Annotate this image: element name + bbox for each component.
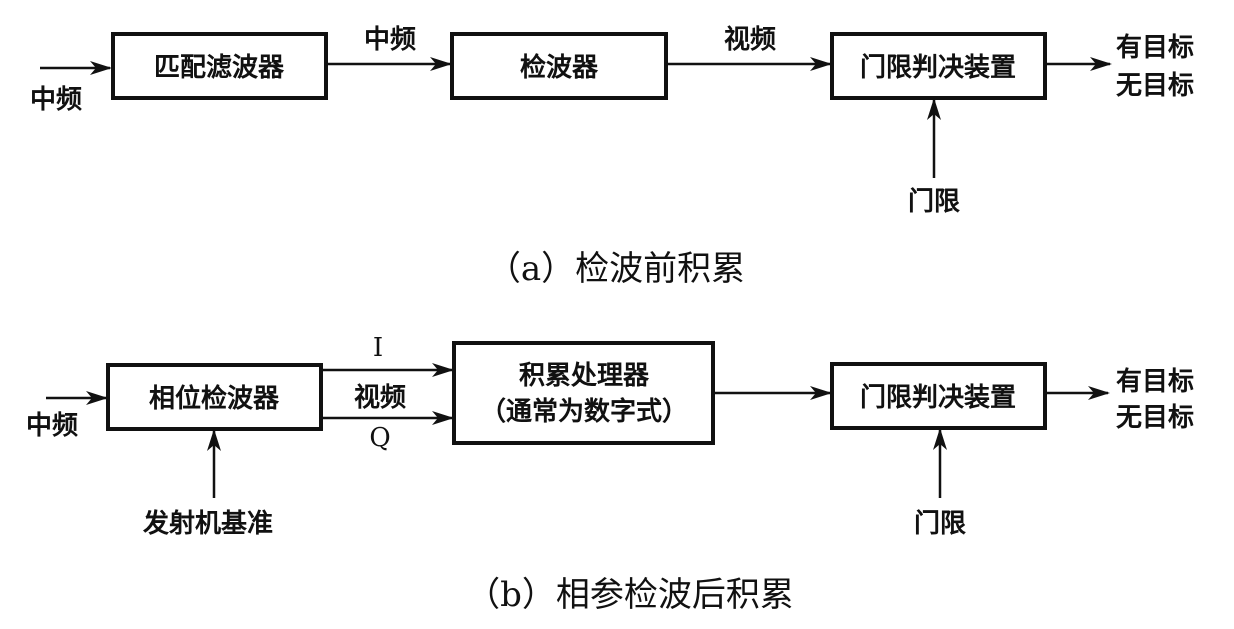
threshold-input-label-a: 门限 — [908, 187, 960, 217]
diagram-b: 中频 相位检波器 发射机基准 I 视频 Q 积累处理器 （通常为数字式） 门限判… — [26, 333, 1194, 615]
threshold-decision-label-b: 门限判决装置 — [860, 383, 1016, 413]
video-label-b: 视频 — [354, 383, 406, 413]
output-label-a-no-target: 无目标 — [1116, 71, 1194, 101]
caption-a: （a）检波前积累 — [487, 249, 745, 289]
integrator-label-line2: （通常为数字式） — [480, 396, 688, 427]
q-channel-label: Q — [369, 423, 390, 453]
caption-b: （b）相参检波后积累 — [466, 575, 794, 615]
matched-filter-block — [111, 32, 328, 100]
output-label-b-no-target: 无目标 — [1116, 403, 1194, 433]
integrator-block — [452, 341, 715, 445]
edge-label-if: 中频 — [364, 25, 416, 55]
diagram-a: 中频 匹配滤波器 中频 检波器 视频 门限判决装置 有目标 无目标 门限 （a）… — [30, 25, 1194, 289]
detector-block — [450, 32, 668, 100]
output-label-a-target: 有目标 — [1116, 33, 1194, 63]
threshold-decision-block-a — [830, 32, 1047, 100]
threshold-input-label-b: 门限 — [914, 509, 966, 539]
reference-input-label: 发射机基准 — [142, 508, 273, 539]
input-label-a: 中频 — [30, 85, 82, 115]
phase-detector-label: 相位检波器 — [149, 383, 280, 414]
detector-label: 检波器 — [520, 52, 599, 83]
integrator-label-line1: 积累处理器 — [519, 361, 650, 391]
output-label-b-target: 有目标 — [1116, 367, 1194, 397]
threshold-decision-block-b — [830, 362, 1047, 430]
threshold-decision-label-a: 门限判决装置 — [860, 53, 1016, 83]
edge-label-video-a: 视频 — [724, 25, 776, 55]
matched-filter-label: 匹配滤波器 — [154, 53, 285, 83]
i-channel-label: I — [373, 333, 383, 363]
input-label-b: 中频 — [26, 411, 78, 441]
